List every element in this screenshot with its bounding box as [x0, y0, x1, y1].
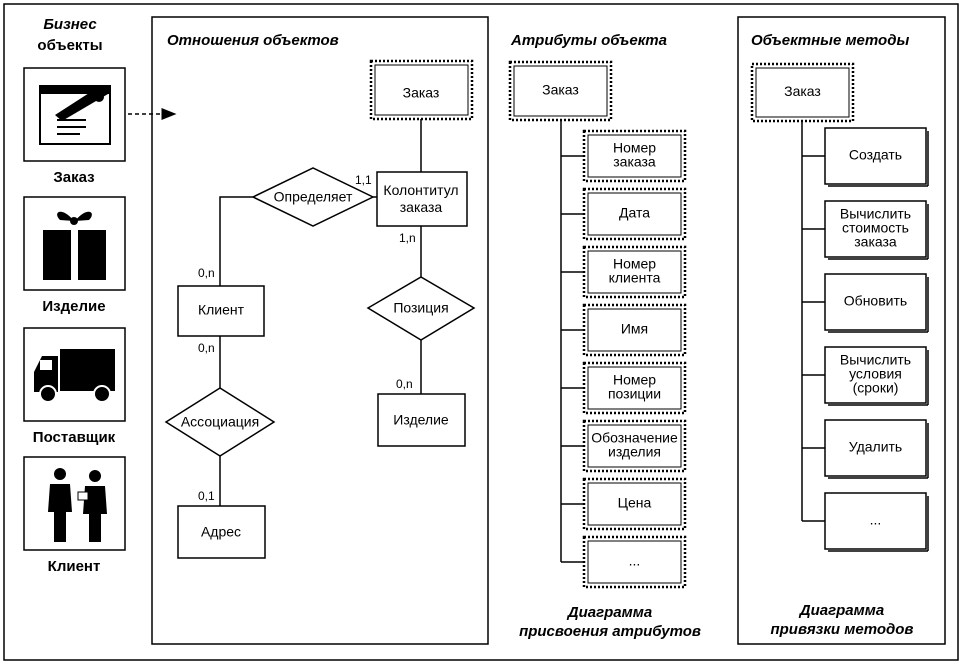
outer-frame — [3, 3, 959, 661]
business-object-client-label: Клиент — [48, 558, 101, 575]
attribute-item-2[interactable]: Дата — [582, 187, 687, 241]
relations-address-label: Адрес — [201, 524, 241, 540]
method-item-1-label-line-1: Создать — [849, 147, 902, 163]
method-item-4-label-line-1: Вычислить — [840, 352, 911, 368]
business-object-product-label: Изделие — [42, 298, 105, 315]
relations-defines-diamond[interactable]: Определяет — [251, 167, 375, 227]
methods-caption-line2: привязки методов — [770, 621, 913, 638]
relations-header-label-line1: Колонтитул — [383, 182, 458, 198]
attribute-item-1-label-line-2: заказа — [613, 154, 656, 170]
gift-box-icon — [43, 211, 106, 280]
method-item-2-label-line-3: заказа — [854, 234, 897, 250]
method-item-2-label-line-1: Вычислить — [840, 206, 911, 222]
relations-address-entity[interactable]: Адрес — [177, 505, 266, 559]
cardinality-address: 0,1 — [198, 489, 215, 503]
methods-title: Объектные методы — [751, 32, 909, 49]
attribute-item-6-label-line-2: изделия — [608, 444, 661, 460]
method-item-6-label-line-1: ... — [870, 512, 882, 528]
cardinality-product: 0,n — [396, 377, 413, 391]
relations-connectors — [219, 119, 422, 506]
method-root-box[interactable]: Заказ — [750, 62, 855, 123]
business-objects-panel: Бизнес объекты Заказ — [23, 16, 177, 575]
attributes-caption-line1: Диаграмма — [566, 604, 652, 621]
attributes-caption-line2: присвоения атрибутов — [519, 623, 701, 640]
attributes-panel: Атрибуты объекта ЗаказНомерзаказаДатаНом… — [508, 32, 701, 640]
attribute-item-2-label-line-1: Дата — [619, 205, 650, 221]
attribute-item-1-label-line-1: Номер — [613, 140, 656, 156]
order-document-icon — [39, 85, 111, 145]
relations-title: Отношения объектов — [167, 32, 339, 49]
relations-client-entity[interactable]: Клиент — [177, 285, 265, 337]
relations-position-diamond[interactable]: Позиция — [366, 276, 476, 341]
method-item-4-label-line-2: условия — [849, 366, 902, 382]
relations-order-entity[interactable]: Заказ — [369, 59, 474, 121]
method-item-5-label-line-1: Удалить — [849, 439, 902, 455]
methods-caption-line1: Диаграмма — [798, 602, 884, 619]
relations-association-diamond[interactable]: Ассоциация — [164, 387, 276, 457]
relations-defines-label: Определяет — [274, 189, 353, 205]
attribute-item-3-label-line-1: Номер — [613, 256, 656, 272]
method-item-3-label-line-1: Обновить — [844, 293, 907, 309]
method-item-3[interactable]: Обновить — [824, 273, 929, 333]
cardinality-1-1: 1,1 — [355, 173, 372, 187]
delivery-truck-icon — [34, 349, 115, 403]
business-object-order-label: Заказ — [53, 169, 94, 186]
attribute-item-6-label-line-1: Обозначение — [591, 430, 678, 446]
business-object-order[interactable]: Заказ — [23, 67, 126, 186]
method-item-6[interactable]: ... — [824, 492, 929, 552]
attribute-item-7-label-line-1: Цена — [618, 495, 652, 511]
attributes-title: Атрибуты объекта — [510, 32, 667, 49]
method-item-1[interactable]: Создать — [824, 127, 929, 187]
methods-tree: ЗаказСоздатьВычислитьстоимостьзаказаОбно… — [750, 62, 929, 552]
relations-order-label: Заказ — [403, 85, 440, 101]
relations-product-entity[interactable]: Изделие — [377, 393, 466, 447]
attribute-item-3-label-line-2: клиента — [609, 270, 661, 286]
relations-header-label-line2: заказа — [400, 199, 443, 215]
people-icon — [48, 468, 107, 542]
attribute-root-box[interactable]: Заказ — [508, 60, 613, 122]
attributes-tree: ЗаказНомерзаказаДатаНомерклиентаИмяНомер… — [508, 60, 687, 589]
cardinality-client-top: 0,n — [198, 266, 215, 280]
methods-panel: Объектные методы ЗаказСоздатьВычислитьст… — [737, 16, 946, 645]
attribute-root-label: Заказ — [542, 82, 579, 98]
business-object-supplier[interactable]: Поставщик — [23, 327, 126, 446]
business-object-product[interactable]: Изделие — [23, 196, 126, 315]
attribute-item-7[interactable]: Цена — [582, 477, 687, 531]
relations-position-label: Позиция — [393, 300, 448, 316]
attribute-item-8[interactable]: ... — [582, 535, 687, 589]
attribute-item-8-label-line-1: ... — [629, 553, 641, 569]
business-object-supplier-label: Поставщик — [33, 429, 116, 446]
attribute-item-4-label-line-1: Имя — [621, 321, 648, 337]
cardinality-client-bottom: 0,n — [198, 341, 215, 355]
business-object-client[interactable]: Клиент — [23, 456, 126, 575]
method-item-4-label-line-3: (сроки) — [853, 380, 899, 396]
method-root-label: Заказ — [784, 83, 821, 99]
relations-association-label: Ассоциация — [181, 414, 259, 430]
attribute-item-5-label-line-1: Номер — [613, 372, 656, 388]
relations-client-label: Клиент — [198, 302, 245, 318]
relations-panel: Отношения объектов Заказ Колонтитул зака… — [151, 16, 489, 645]
attribute-item-5-label-line-2: позиции — [608, 386, 661, 402]
business-objects-title-line2: объекты — [37, 37, 102, 54]
relations-header-entity[interactable]: Колонтитул заказа — [376, 171, 468, 227]
business-objects-title-line1: Бизнес — [43, 16, 97, 33]
method-item-5[interactable]: Удалить — [824, 419, 929, 479]
relations-product-label: Изделие — [393, 412, 449, 428]
attribute-item-4[interactable]: Имя — [582, 303, 687, 357]
method-item-2-label-line-2: стоимость — [842, 220, 909, 236]
cardinality-1-n: 1,n — [399, 231, 416, 245]
